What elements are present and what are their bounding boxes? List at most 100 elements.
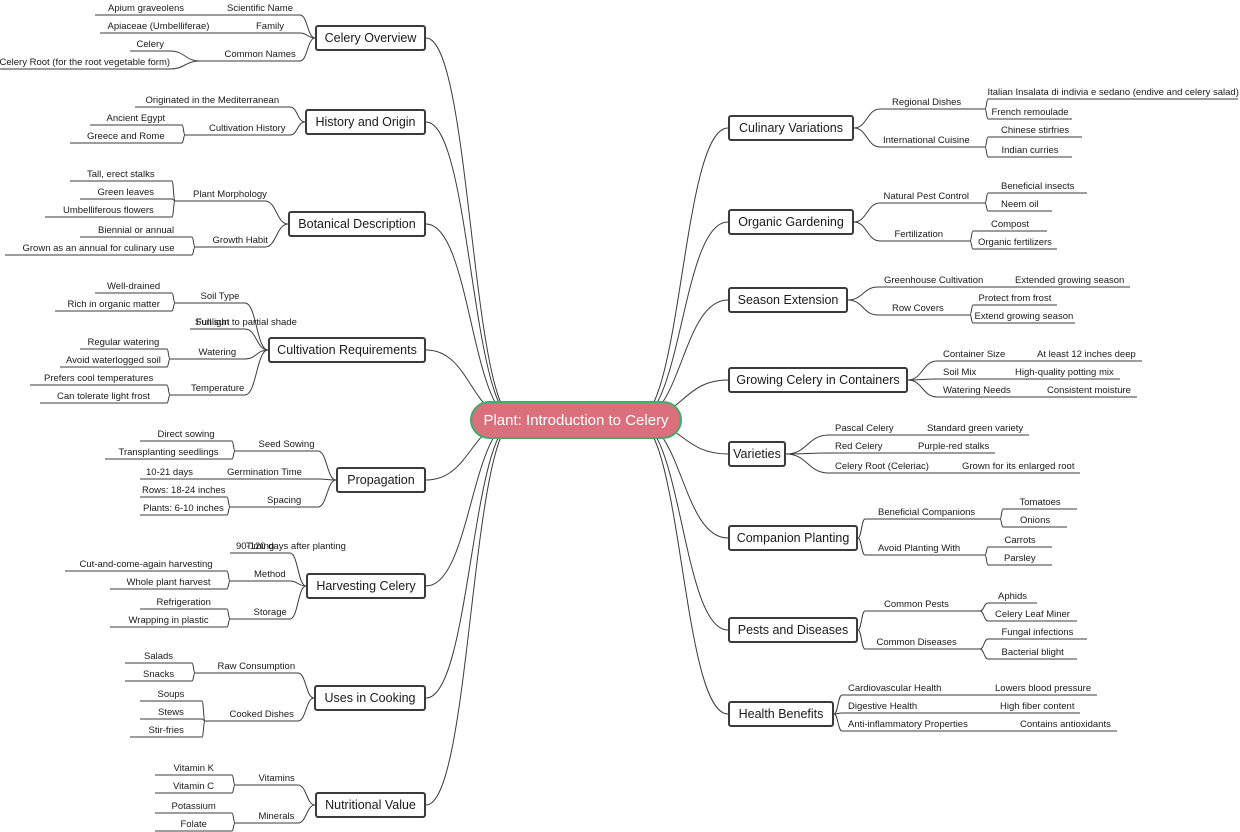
- leaf-extended-growing-season[interactable]: Extended growing season: [1015, 275, 1125, 286]
- leaf-folate[interactable]: Folate: [180, 819, 207, 830]
- leaf-stews[interactable]: Stews: [158, 707, 184, 718]
- sub-celery-root-celeriac[interactable]: Celery Root (Celeriac): [835, 461, 929, 472]
- sub-cardiovascular-health[interactable]: Cardiovascular Health: [848, 683, 942, 694]
- branch-varieties[interactable]: Varieties: [728, 441, 786, 467]
- sub-timing[interactable]: Timing: [246, 541, 275, 552]
- sub-raw-consumption[interactable]: Raw Consumption: [217, 661, 296, 672]
- sub-scientific-name[interactable]: Scientific Name: [227, 3, 293, 14]
- branch-season-extension[interactable]: Season Extension: [728, 287, 848, 313]
- leaf-apium-graveolens[interactable]: Apium graveolens: [108, 3, 185, 14]
- leaf-grown-for-its-enlarged-root[interactable]: Grown for its enlarged root: [962, 461, 1075, 472]
- leaf-high-fiber-content[interactable]: High fiber content: [1000, 701, 1075, 712]
- leaf-lowers-blood-pressure[interactable]: Lowers blood pressure: [995, 683, 1092, 694]
- leaf-plants-6-10-inches[interactable]: Plants: 6-10 inches: [143, 503, 224, 514]
- leaf-tomatoes[interactable]: Tomatoes: [1019, 497, 1061, 508]
- sub-fertilization[interactable]: Fertilization: [894, 229, 944, 240]
- leaf-high-quality-potting-mix[interactable]: High-quality potting mix: [1015, 367, 1114, 378]
- leaf-transplanting-seedlings[interactable]: Transplanting seedlings: [118, 447, 219, 458]
- sub-watering[interactable]: Watering: [198, 347, 237, 358]
- leaf-snacks[interactable]: Snacks: [143, 669, 175, 680]
- sub-growth-habit[interactable]: Growth Habit: [212, 235, 268, 246]
- sub-spacing[interactable]: Spacing: [267, 495, 302, 506]
- leaf-vitamin-c[interactable]: Vitamin C: [173, 781, 215, 792]
- leaf-vitamin-k[interactable]: Vitamin K: [173, 763, 214, 774]
- leaf-compost[interactable]: Compost: [991, 219, 1030, 230]
- branch-botanical-description[interactable]: Botanical Description: [288, 211, 426, 237]
- leaf-stir-fries[interactable]: Stir-fries: [148, 725, 184, 736]
- leaf-greece-and-rome[interactable]: Greece and Rome: [87, 131, 165, 142]
- leaf-10-21-days[interactable]: 10-21 days: [146, 467, 194, 478]
- sub-row-covers[interactable]: Row Covers: [892, 303, 944, 314]
- leaf-soups[interactable]: Soups: [157, 689, 185, 700]
- leaf-direct-sowing[interactable]: Direct sowing: [157, 429, 215, 440]
- leaf-umbelliferous-flowers[interactable]: Umbelliferous flowers: [63, 205, 154, 216]
- branch-cultivation-requirements[interactable]: Cultivation Requirements: [268, 337, 426, 363]
- sub-common-diseases[interactable]: Common Diseases: [876, 637, 957, 648]
- leaf-regular-watering[interactable]: Regular watering: [87, 337, 160, 348]
- central-topic[interactable]: Plant: Introduction to Celery: [470, 401, 682, 439]
- sub-avoid-planting-with[interactable]: Avoid Planting With: [878, 543, 961, 554]
- leaf-neem-oil[interactable]: Neem oil: [1001, 199, 1039, 210]
- leaf-grown-as-an-annual-for-culinary-use[interactable]: Grown as an annual for culinary use: [22, 243, 175, 254]
- leaf-apiaceae-umbelliferae[interactable]: Apiaceae (Umbelliferae): [107, 21, 210, 32]
- leaf-purple-red-stalks[interactable]: Purple-red stalks: [918, 441, 990, 452]
- sub-minerals[interactable]: Minerals: [258, 811, 295, 822]
- leaf-biennial-or-annual[interactable]: Biennial or annual: [98, 225, 175, 236]
- branch-culinary-variations[interactable]: Culinary Variations: [728, 115, 854, 141]
- branch-companion-planting[interactable]: Companion Planting: [728, 525, 858, 551]
- leaf-full-sun-to-partial-shade[interactable]: Full sun to partial shade: [196, 317, 297, 328]
- branch-health-benefits[interactable]: Health Benefits: [728, 701, 834, 727]
- sub-cultivation-history[interactable]: Cultivation History: [209, 123, 286, 134]
- branch-propagation[interactable]: Propagation: [336, 467, 426, 493]
- branch-uses-in-cooking[interactable]: Uses in Cooking: [314, 685, 426, 711]
- leaf-celery-root-for-the-root-vegetable-form[interactable]: Celery Root (for the root vegetable form…: [0, 57, 171, 68]
- sub-container-size[interactable]: Container Size: [943, 349, 1006, 360]
- sub-common-pests[interactable]: Common Pests: [884, 599, 949, 610]
- leaf-carrots[interactable]: Carrots: [1004, 535, 1036, 546]
- leaf-celery-leaf-miner[interactable]: Celery Leaf Miner: [995, 609, 1070, 620]
- sub-common-names[interactable]: Common Names: [224, 49, 296, 60]
- leaf-french-remoulade[interactable]: French remoulade: [991, 107, 1069, 118]
- sub-family[interactable]: Family: [256, 21, 284, 32]
- leaf-italian-insalata-di-indivia-e-sedano-endive-and-celery-salad[interactable]: Italian Insalata di indivia e sedano (en…: [987, 87, 1239, 98]
- leaf-rich-in-organic-matter[interactable]: Rich in organic matter: [67, 299, 160, 310]
- leaf-cut-and-come-again-harvesting[interactable]: Cut-and-come-again harvesting: [79, 559, 213, 570]
- sub-soil-mix[interactable]: Soil Mix: [943, 367, 977, 378]
- sub-plant-morphology[interactable]: Plant Morphology: [193, 189, 267, 200]
- sub-beneficial-companions[interactable]: Beneficial Companions: [878, 507, 976, 518]
- sub-soil-type[interactable]: Soil Type: [200, 291, 240, 302]
- branch-history-and-origin[interactable]: History and Origin: [305, 109, 426, 135]
- sub-greenhouse-cultivation[interactable]: Greenhouse Cultivation: [884, 275, 984, 286]
- sub-cooked-dishes[interactable]: Cooked Dishes: [229, 709, 294, 720]
- sub-originated-in-the-mediterranean[interactable]: Originated in the Mediterranean: [145, 95, 280, 106]
- leaf-prefers-cool-temperatures[interactable]: Prefers cool temperatures: [44, 373, 154, 384]
- sub-red-celery[interactable]: Red Celery: [835, 441, 883, 452]
- leaf-at-least-12-inches-deep[interactable]: At least 12 inches deep: [1037, 349, 1136, 360]
- sub-vitamins[interactable]: Vitamins: [258, 773, 295, 784]
- sub-sunlight[interactable]: Sunlight: [195, 317, 230, 328]
- leaf-chinese-stirfries[interactable]: Chinese stirfries: [1001, 125, 1070, 136]
- sub-storage[interactable]: Storage: [253, 607, 287, 618]
- leaf-fungal-infections[interactable]: Fungal infections: [1001, 627, 1074, 638]
- sub-regional-dishes[interactable]: Regional Dishes: [892, 97, 962, 108]
- sub-natural-pest-control[interactable]: Natural Pest Control: [883, 191, 970, 202]
- leaf-extend-growing-season[interactable]: Extend growing season: [974, 311, 1074, 322]
- leaf-well-drained[interactable]: Well-drained: [107, 281, 161, 292]
- branch-harvesting-celery[interactable]: Harvesting Celery: [306, 573, 426, 599]
- leaf-can-tolerate-light-frost[interactable]: Can tolerate light frost: [57, 391, 150, 402]
- leaf-standard-green-variety[interactable]: Standard green variety: [927, 423, 1024, 434]
- sub-germination-time[interactable]: Germination Time: [227, 467, 302, 478]
- leaf-organic-fertilizers[interactable]: Organic fertilizers: [978, 237, 1052, 248]
- leaf-onions[interactable]: Onions: [1020, 515, 1051, 526]
- leaf-wrapping-in-plastic[interactable]: Wrapping in plastic: [128, 615, 209, 626]
- leaf-whole-plant-harvest[interactable]: Whole plant harvest: [126, 577, 211, 588]
- leaf-tall-erect-stalks[interactable]: Tall, erect stalks: [87, 169, 155, 180]
- sub-anti-inflammatory-properties[interactable]: Anti-inflammatory Properties: [848, 719, 968, 730]
- leaf-rows-18-24-inches[interactable]: Rows: 18-24 inches: [142, 485, 226, 496]
- leaf-indian-curries[interactable]: Indian curries: [1001, 145, 1059, 156]
- leaf-contains-antioxidants[interactable]: Contains antioxidants: [1020, 719, 1111, 730]
- branch-growing-celery-in-containers[interactable]: Growing Celery in Containers: [728, 367, 908, 393]
- sub-seed-sowing[interactable]: Seed Sowing: [258, 439, 315, 450]
- leaf-avoid-waterlogged-soil[interactable]: Avoid waterlogged soil: [66, 355, 161, 366]
- leaf-refrigeration[interactable]: Refrigeration: [156, 597, 211, 608]
